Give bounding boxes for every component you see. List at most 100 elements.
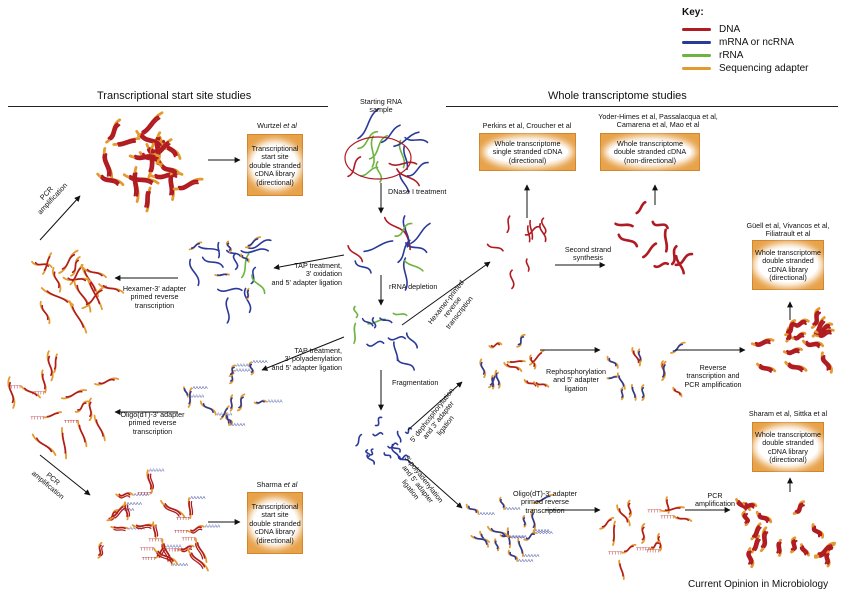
cdna-strand xyxy=(247,238,259,247)
cdna-strand xyxy=(188,390,192,405)
polya-tail-label: AAAAA xyxy=(236,362,252,367)
rna-strand xyxy=(529,219,534,240)
cdna-complementary-strand xyxy=(181,548,193,553)
rna-strand xyxy=(226,249,242,257)
label-hexamer-3-adapter: Hexamer-3' adapter primed reverse transc… xyxy=(122,284,187,310)
arrow-hexamer-primed xyxy=(401,261,491,326)
rna-strand xyxy=(251,274,266,295)
cdna-strand xyxy=(140,133,162,147)
polya-tail-label: AAAAA xyxy=(192,385,208,390)
rna-strand xyxy=(379,317,393,324)
polya-tail-label: AAAAA xyxy=(267,399,283,404)
rna-strand xyxy=(396,430,402,443)
cdna-strand xyxy=(526,380,537,387)
cdna-strand xyxy=(117,138,136,145)
cdna-strand xyxy=(601,519,612,528)
polya-tail-label: AAAAA xyxy=(189,394,205,399)
library-box-perkins: Whole transcriptome single stranded cDNA… xyxy=(479,133,576,171)
cdna-strand xyxy=(623,545,634,553)
rna-strand xyxy=(357,108,380,140)
arrow-pcr-1 xyxy=(39,195,81,241)
cdna-strand xyxy=(216,273,228,277)
cdna-strand xyxy=(676,516,690,521)
cdna-strand xyxy=(71,259,80,274)
cdna-strand xyxy=(507,530,511,545)
key-label-dna: DNA xyxy=(719,24,741,35)
polyt-tail-label: TTTTT xyxy=(661,514,675,519)
cdna-strand xyxy=(226,242,232,251)
rna-strand xyxy=(524,225,541,236)
cdna-complementary-strand xyxy=(754,526,762,539)
key-item-mrna: mRNA or ncRNA xyxy=(682,37,794,49)
cdna-complementary-strand xyxy=(149,473,155,490)
cdna-strand xyxy=(162,139,178,156)
polyt-tail-label: TTTTT xyxy=(182,537,196,542)
cdna-complementary-strand xyxy=(745,512,750,524)
key-label-rrna: rRNA xyxy=(719,50,744,61)
cdna-strand xyxy=(161,164,178,174)
cdna-complementary-strand xyxy=(811,527,821,538)
cdna-complementary-strand xyxy=(144,190,149,208)
rna-strand xyxy=(201,256,224,268)
rna-strand xyxy=(366,340,385,347)
polyt-tail-label: TTTTT xyxy=(142,556,156,561)
rna-strand xyxy=(355,433,363,447)
rna-strand xyxy=(354,260,372,274)
library-box-yoder-himes-text: Whole transcriptome double stranded cDNA… xyxy=(613,139,687,165)
rna-strand xyxy=(617,233,639,248)
library-box-guell: Whole transcriptome double stranded cDNA… xyxy=(752,240,824,290)
cdna-strand xyxy=(100,174,120,184)
cdna-complementary-strand xyxy=(814,311,822,326)
polya-tail-label: AAAAA xyxy=(149,467,165,472)
rna-strand xyxy=(241,253,250,279)
cdna-strand xyxy=(36,437,53,453)
mrna-swatch xyxy=(682,40,711,44)
cdna-strand xyxy=(67,277,87,282)
citation-sharma-etal: et al xyxy=(281,480,298,489)
key-title: Key: xyxy=(682,7,704,18)
cdna-strand xyxy=(41,373,46,390)
cdna-strand xyxy=(221,407,229,418)
cdna-strand xyxy=(65,390,83,398)
polya-tail-label: AAAAA xyxy=(505,506,521,511)
cdna-complementary-strand xyxy=(820,356,829,371)
library-box-yoder-himes: Whole transcriptome double stranded cDNA… xyxy=(600,133,700,171)
section-title-wt: Whole transcriptome studies xyxy=(548,90,687,102)
cdna-strand xyxy=(181,545,192,551)
cdna-strand xyxy=(61,432,67,454)
citation-sharma: Sharma et al xyxy=(252,480,302,489)
arrow-pcr-2 xyxy=(39,454,91,496)
cdna-strand xyxy=(88,401,92,418)
cdna-complementary-strand xyxy=(190,501,194,516)
cdna-complementary-strand xyxy=(156,552,173,564)
cdna-strand xyxy=(480,361,486,375)
rna-strand xyxy=(383,452,392,459)
polya-tail-label: AAAAA xyxy=(524,553,540,558)
cdna-strand xyxy=(752,525,760,538)
cdna-strand xyxy=(618,375,625,387)
cdna-strand xyxy=(61,253,76,270)
cdna-complementary-strand xyxy=(755,341,771,347)
cdna-strand xyxy=(46,412,59,418)
polya-tail-label: AAAAA xyxy=(134,492,150,497)
cdna-strand xyxy=(744,502,756,507)
rna-strand xyxy=(393,131,420,148)
citation-sharam: Sharam et al, Sittka et al xyxy=(748,409,828,418)
cdna-strand xyxy=(758,512,770,522)
cdna-strand xyxy=(46,290,69,303)
cdna-strand xyxy=(778,541,782,554)
rna-strand xyxy=(217,241,221,259)
cdna-complementary-strand xyxy=(132,172,137,197)
key-label-adapter: Sequencing adapter xyxy=(719,63,809,74)
rna-strand xyxy=(404,427,413,435)
cdna-strand xyxy=(525,533,535,540)
cdna-strand xyxy=(124,504,129,518)
cdna-strand xyxy=(651,542,660,549)
library-box-perkins-text: Whole transcriptome single stranded cDNA… xyxy=(492,139,563,165)
cdna-complementary-strand xyxy=(799,546,807,556)
rna-strand xyxy=(398,454,409,461)
cdna-complementary-strand xyxy=(143,117,161,135)
polya-tail-label: AAAAA xyxy=(119,507,135,512)
cdna-strand xyxy=(8,381,15,404)
